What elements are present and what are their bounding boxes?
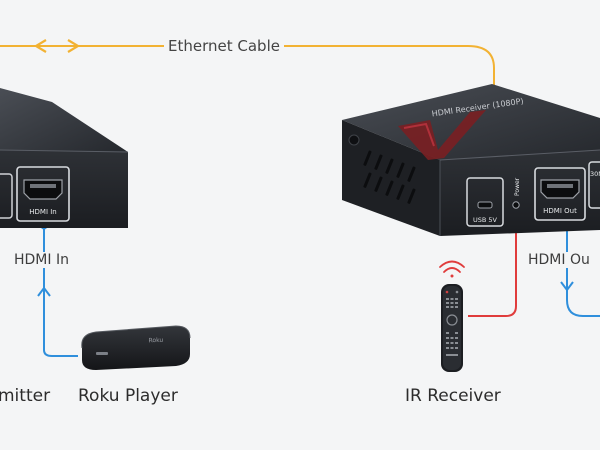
hdmi-port-icon <box>540 179 580 199</box>
hdmi-in-label: HDMI In <box>12 252 71 268</box>
rx-port-label-power: Power <box>514 177 521 196</box>
rx-port-label-hdmi-out: HDMI Out <box>543 207 577 215</box>
ir-remote-device <box>439 260 465 372</box>
rx-port-label-partial: 30M <box>590 170 600 178</box>
vent-slots <box>363 150 416 204</box>
roku-player-device: Roku <box>81 325 191 370</box>
ir-cable <box>468 220 520 317</box>
arrow-up-icon <box>37 286 51 297</box>
rx-usb-port-frame <box>466 177 504 227</box>
brand-logo-icon <box>398 110 486 160</box>
hdmi-in-cable <box>37 222 78 357</box>
power-jack-icon <box>512 201 520 209</box>
roku-player-label: Roku Player <box>78 386 178 406</box>
bidirectional-arrow-icon <box>33 39 81 53</box>
ethernet-cable-label: Ethernet Cable <box>164 37 284 55</box>
roku-brand-text: Roku <box>148 337 163 345</box>
rx-hdmi-port-frame <box>534 167 586 221</box>
usb-port-icon <box>477 201 493 209</box>
ethernet-cable <box>0 39 495 92</box>
hdmi-out-label: HDMI Ou <box>526 252 592 268</box>
hdmi-out-cable <box>560 222 600 317</box>
transmitter-label: mitter <box>0 386 51 406</box>
wifi-signal-icon <box>439 260 465 278</box>
transmitter-device: HDMI In <box>0 88 129 228</box>
tx-partial-port <box>0 173 13 219</box>
tx-hdmi-port-frame <box>16 166 70 222</box>
rx-port-label-usb: USB 5V <box>473 216 498 224</box>
receiver-device: HDMI Receiver (1080P) USB 5V Power HDMI … <box>342 84 600 236</box>
mount-hole-icon <box>348 134 360 146</box>
rx-partial-port <box>588 161 600 209</box>
ir-receiver-label: IR Receiver <box>405 386 501 406</box>
tx-port-label-hdmi-in: HDMI In <box>29 208 56 216</box>
hdmi-port-icon <box>23 179 63 200</box>
arrow-down-icon <box>560 281 574 292</box>
roku-indicator <box>96 352 108 355</box>
